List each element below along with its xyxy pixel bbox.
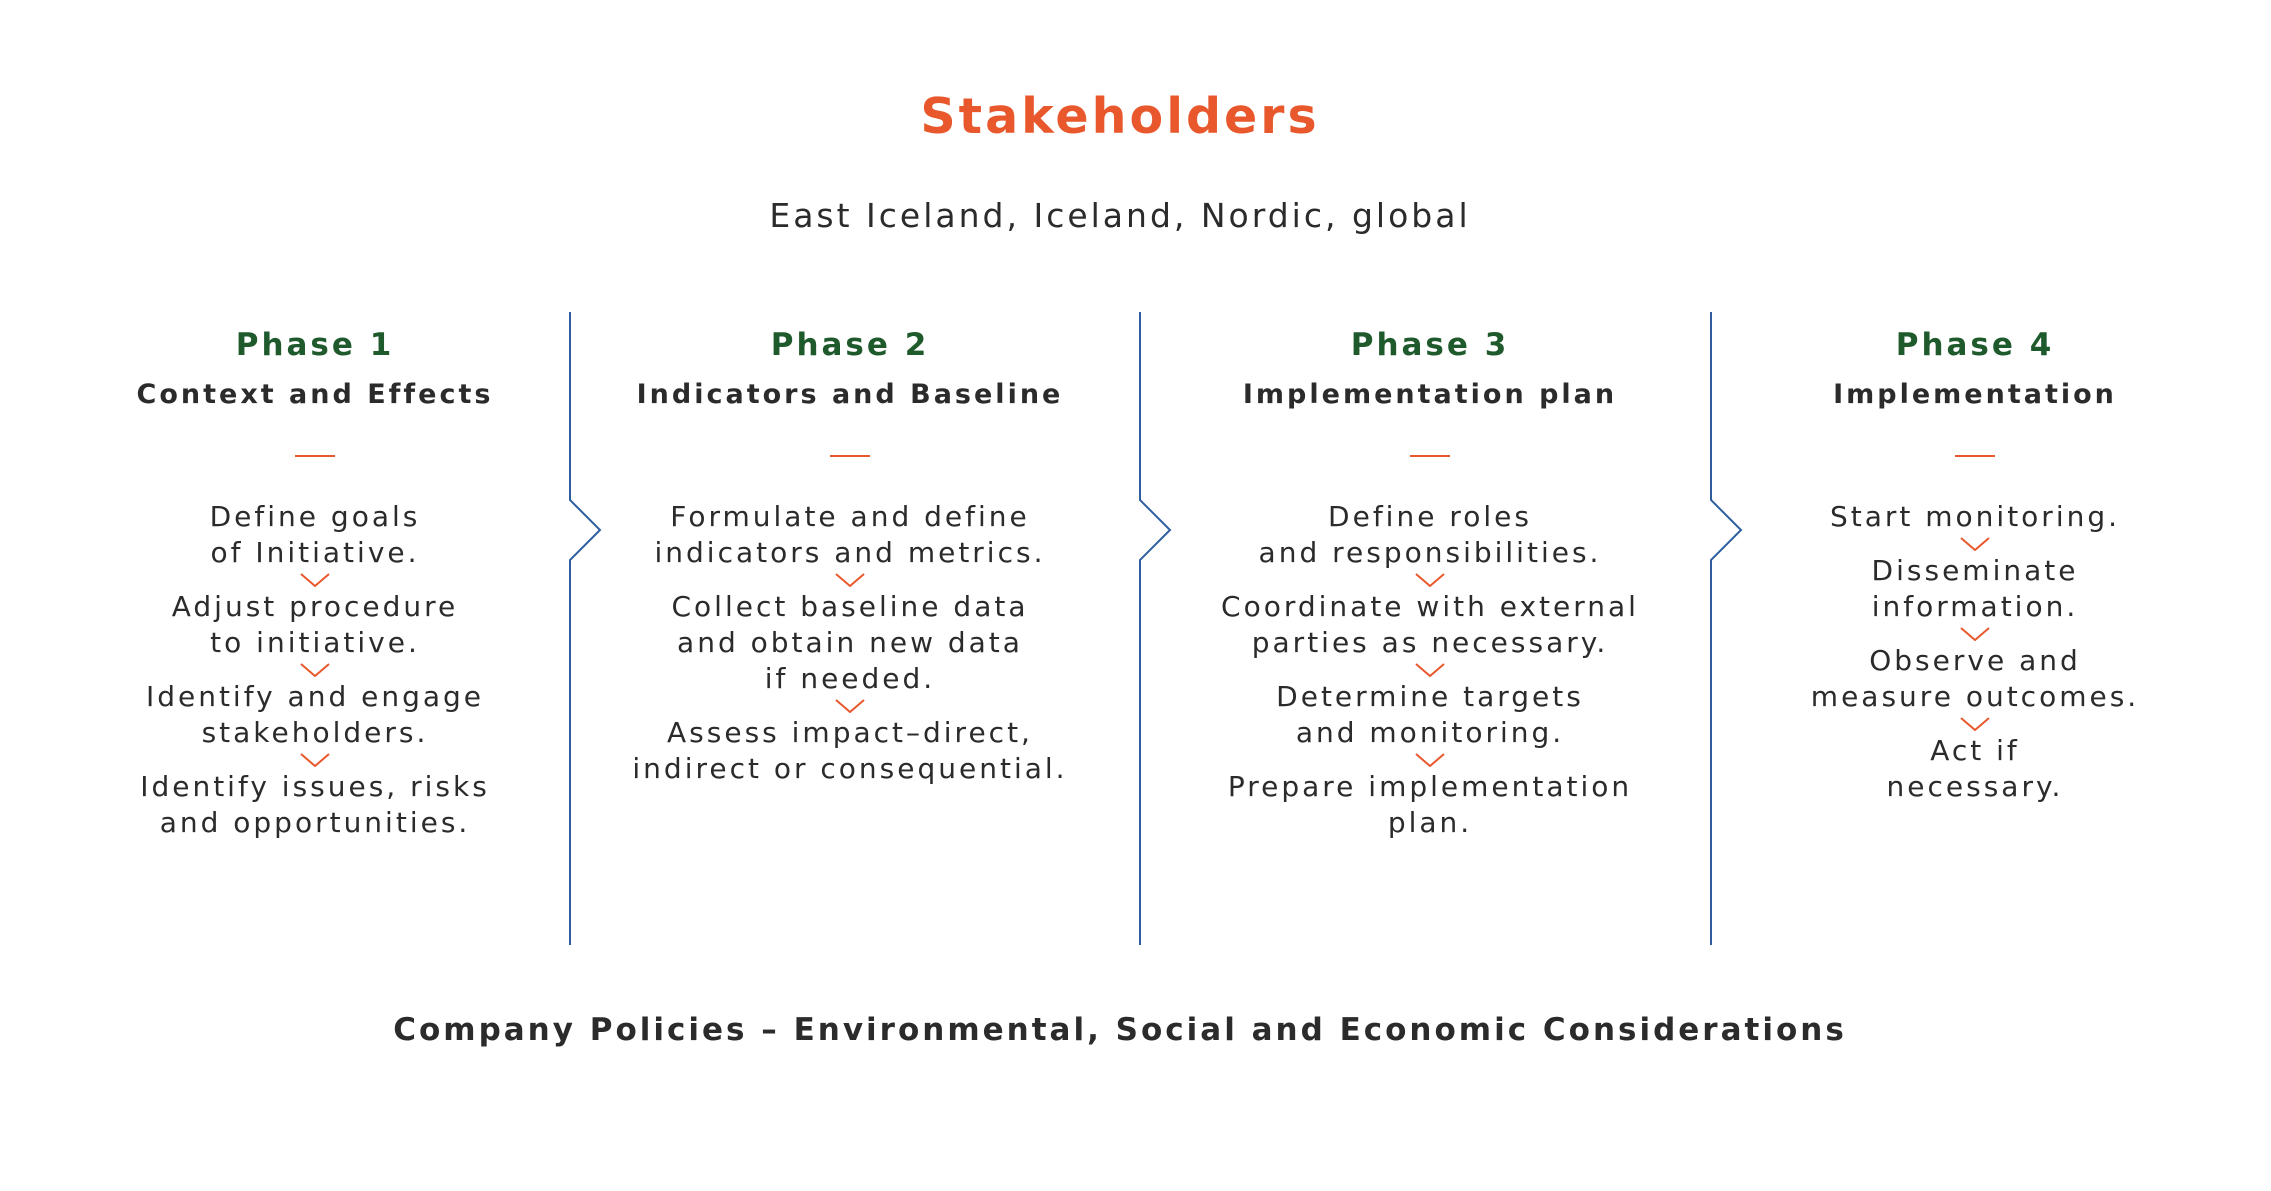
phase-name: Context and Effects — [136, 379, 494, 410]
chevron-down-icon — [835, 699, 865, 713]
phase-step: Assess impact–direct, indirect or conseq… — [632, 716, 1068, 785]
phase-divider-1 — [569, 312, 602, 945]
phase-number: Phase 4 — [1895, 327, 2055, 363]
phase-step: Prepare implementation plan. — [1227, 770, 1633, 839]
chevron-down-icon — [300, 663, 330, 677]
phase-step: Define goals of Initiative. — [209, 500, 421, 569]
phase-dash-divider — [1410, 455, 1450, 457]
phase-name: Indicators and Baseline — [636, 379, 1064, 410]
phase-step: Determine targets and monitoring. — [1276, 680, 1584, 749]
chevron-down-icon — [1415, 573, 1445, 587]
phase-dash-divider — [295, 455, 335, 457]
phase-number: Phase 3 — [1350, 327, 1510, 363]
phase-step: Start monitoring. — [1829, 500, 2121, 533]
phase-steps: Define goals of Initiative. Adjust proced… — [90, 499, 540, 841]
phase-step: Act if necessary. — [1886, 734, 2064, 803]
phase-step: Collect baseline data and obtain new dat… — [671, 590, 1029, 695]
chevron-down-icon — [1960, 717, 1990, 731]
phase-step: Formulate and define indicators and metr… — [654, 500, 1046, 569]
phase-step: Identify issues, risks and opportunities… — [140, 770, 490, 839]
phase-name: Implementation — [1833, 379, 2117, 410]
diagram-title: Stakeholders — [920, 88, 1320, 145]
phase-step: Define roles and responsibilities. — [1258, 500, 1602, 569]
phase-step: Identify and engage stakeholders. — [145, 680, 485, 749]
phase-divider-2 — [1139, 312, 1172, 945]
phase-number: Phase 2 — [770, 327, 930, 363]
phase-steps: Define roles and responsibilities. Coordi… — [1190, 499, 1670, 841]
chevron-down-icon — [1415, 663, 1445, 677]
chevron-down-icon — [835, 573, 865, 587]
phase-name: Implementation plan — [1242, 379, 1618, 410]
diagram-subtitle: East Iceland, Iceland, Nordic, global — [769, 196, 1471, 235]
phase-steps: Formulate and define indicators and metr… — [620, 499, 1080, 787]
phase-steps: Start monitoring. Disseminate information… — [1760, 499, 2190, 805]
phase-step: Disseminate information. — [1871, 554, 2079, 623]
phase-step: Coordinate with external parties as nece… — [1221, 590, 1639, 659]
phase-step: Adjust procedure to initiative. — [171, 590, 459, 659]
chevron-down-icon — [1960, 537, 1990, 551]
chevron-down-icon — [300, 573, 330, 587]
phase-number: Phase 1 — [235, 327, 395, 363]
phase-step: Observe and measure outcomes. — [1810, 644, 2140, 713]
chevron-down-icon — [1415, 753, 1445, 767]
phase-dash-divider — [1955, 455, 1995, 457]
diagram-footer: Company Policies – Environmental, Social… — [393, 1012, 1847, 1048]
phase-dash-divider — [830, 455, 870, 457]
chevron-down-icon — [1960, 627, 1990, 641]
chevron-down-icon — [300, 753, 330, 767]
phase-divider-3 — [1710, 312, 1743, 945]
